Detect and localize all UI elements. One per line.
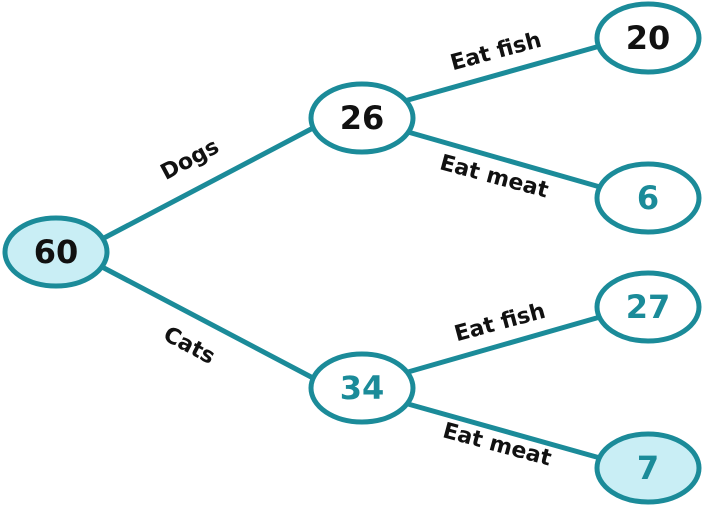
edge-label-cats: Cats <box>159 322 219 370</box>
node-dogs-meat: 6 <box>594 161 702 235</box>
edge-label-dogs-fish: Eat fish <box>448 28 544 76</box>
branch-root-dogs <box>101 125 316 241</box>
node-cats: 34 <box>308 351 416 425</box>
edge-label-cats-fish: Eat fish <box>452 299 548 347</box>
node-dogs-fish: 20 <box>594 1 702 75</box>
node-cats-meat: 7 <box>594 431 702 505</box>
node-dogs-meat-value: 6 <box>637 179 659 217</box>
node-root-value: 60 <box>34 233 79 271</box>
branch-dogs-meat <box>405 129 603 190</box>
node-cats-meat-value: 7 <box>637 449 659 487</box>
edge-label-cats-meat: Eat meat <box>440 419 554 472</box>
node-dogs-fish-value: 20 <box>626 19 671 57</box>
branch-cats-meat <box>405 401 603 461</box>
branch-dogs-fish <box>405 43 603 103</box>
node-dogs-value: 26 <box>340 99 385 137</box>
node-cats-fish: 27 <box>594 270 702 344</box>
node-cats-value: 34 <box>340 369 385 407</box>
node-dogs: 26 <box>308 81 416 155</box>
branch-cats-fish <box>405 314 603 375</box>
node-cats-fish-value: 27 <box>626 288 671 326</box>
node-root: 60 <box>2 215 110 289</box>
branch-root-cats <box>101 265 316 381</box>
